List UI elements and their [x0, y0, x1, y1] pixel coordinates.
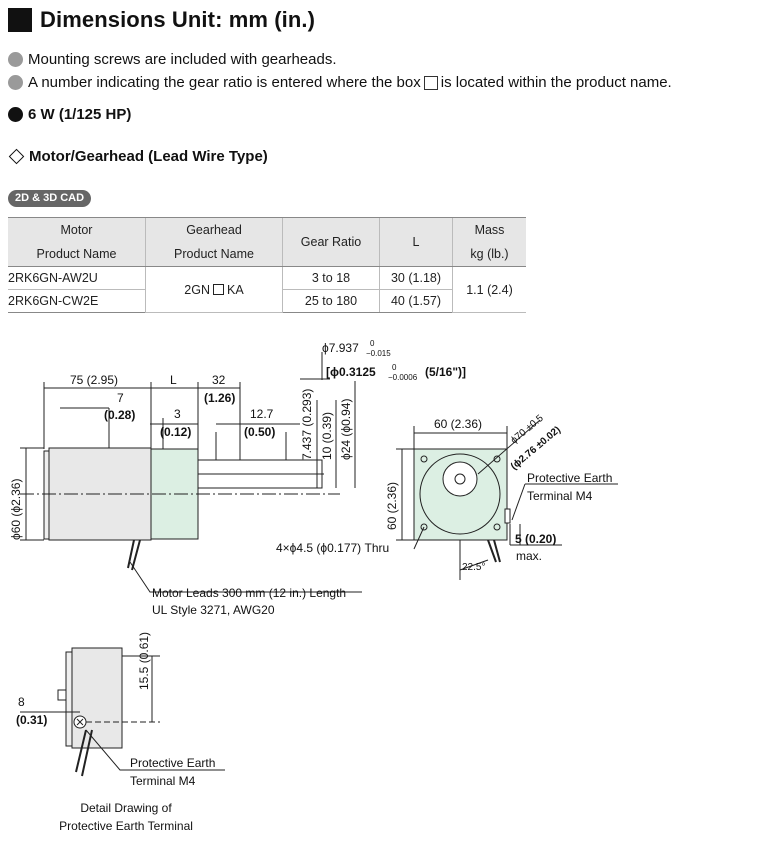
dim-15-5: 15.5 (0.61): [137, 632, 151, 690]
gray-bullet-icon: [8, 52, 23, 67]
cell-gearhead: 2GN KA: [145, 266, 283, 313]
dim-phi60: ϕ60 (ϕ2.36): [9, 479, 23, 540]
black-bullet-icon: [8, 107, 23, 122]
dim-phi-shaft: ϕ7.937: [322, 341, 359, 355]
header-text: kg (lb.): [470, 247, 509, 261]
dim-max: max.: [516, 549, 542, 563]
note-text: is located within the product name.: [440, 74, 672, 91]
page-title-text: Dimensions Unit: mm (in.): [40, 7, 316, 32]
cell-ratio: 3 to 18: [282, 266, 380, 290]
dim-3: 3: [174, 407, 181, 421]
dim-8: 8: [18, 695, 25, 709]
cell-ratio: 25 to 180: [282, 289, 380, 313]
section-heading: Motor/Gearhead (Lead Wire Type): [8, 148, 268, 165]
header-l: L: [379, 217, 453, 267]
header-text: Product Name: [174, 247, 254, 261]
cad-download-button[interactable]: 2D & 3D CAD: [8, 190, 92, 207]
note-item: A number indicating the gear ratio is en…: [8, 74, 672, 91]
page-title: Dimensions Unit: mm (in.): [8, 6, 315, 34]
gearhead-suffix: KA: [227, 282, 244, 297]
dim-12-7-in: (0.50): [244, 425, 275, 439]
cell-mass: 1.1 (2.4): [452, 266, 526, 313]
gray-bullet-icon: [8, 75, 23, 90]
table-row: 2RK6GN-CW2E 25 to 180 40 (1.57): [8, 289, 526, 313]
dim-32: 32: [212, 373, 226, 387]
header-gearhead: Gearhead Product Name: [145, 217, 283, 267]
power-heading: 6 W (1/125 HP): [8, 106, 131, 123]
title-square-icon: [8, 8, 32, 32]
cell-motor: 2RK6GN-AW2U: [8, 266, 146, 290]
leads-label: Motor Leads 300 mm (12 in.) Length: [152, 586, 346, 600]
dim-phi24: ϕ24 (ϕ0.94): [339, 399, 353, 460]
table-row: 2RK6GN-AW2U 2GN KA 3 to 18 30 (1.18) 1.1 …: [8, 266, 526, 313]
gearhead-prefix: 2GN: [184, 282, 210, 297]
dim-angle: 22.5°: [462, 562, 485, 573]
dim-tol: 0: [370, 339, 375, 348]
header-text: Product Name: [36, 247, 117, 261]
header-mass: Mass kg (lb.): [452, 217, 526, 267]
note-text: A number indicating the gear ratio is en…: [28, 74, 421, 91]
spec-table: Motor Product Name Gearhead Product Name…: [8, 217, 526, 313]
dim-60-side: 60 (2.36): [385, 482, 399, 530]
cell-motor: 2RK6GN-CW2E: [8, 289, 146, 313]
dim-10: 10 (0.39): [320, 412, 334, 460]
dim-8-in: (0.31): [16, 713, 47, 727]
dim-7-437: 7.437 (0.293): [300, 389, 314, 460]
section-heading-text: Motor/Gearhead (Lead Wire Type): [29, 148, 268, 165]
dim-tol: 0: [392, 363, 397, 372]
header-motor: Motor Product Name: [8, 217, 146, 267]
dim-60-top: 60 (2.36): [434, 417, 482, 431]
detail-caption: Detail Drawing of: [80, 801, 172, 815]
dim-phi-shaft-inch: [ϕ0.3125: [326, 365, 376, 379]
terminal-label: Terminal M4: [527, 489, 593, 503]
dim-5: 5 (0.20): [515, 532, 556, 546]
dim-3-in: (0.12): [160, 425, 191, 439]
dim-32-in: (1.26): [204, 391, 235, 405]
header-gear-ratio: Gear Ratio: [282, 217, 380, 267]
earth-label: Protective Earth: [527, 471, 612, 485]
empty-box-icon: [213, 283, 224, 295]
cell-l: 40 (1.57): [379, 289, 453, 313]
dim-tol: −0.015: [366, 349, 391, 358]
dim-7: 7: [117, 391, 124, 405]
dim-7-in: (0.28): [104, 408, 135, 422]
empty-box-icon: [423, 75, 438, 90]
dim-tol: −0.0006: [388, 373, 418, 382]
header-text: Motor: [60, 223, 93, 237]
power-heading-text: 6 W (1/125 HP): [28, 106, 132, 123]
dim-l: L: [170, 373, 177, 387]
detail-caption: Protective Earth Terminal: [59, 819, 193, 833]
dim-holes: 4×ϕ4.5 (ϕ0.177) Thru: [276, 541, 389, 555]
dim-12-7: 12.7: [250, 407, 274, 421]
note-item: Mounting screws are included with gearhe…: [8, 51, 337, 68]
leads-spec: UL Style 3271, AWG20: [152, 603, 275, 617]
dim-75: 75 (2.95): [70, 373, 118, 387]
terminal-label-detail: Terminal M4: [130, 774, 196, 788]
header-text: Mass: [474, 223, 505, 237]
cell-l: 30 (1.18): [379, 266, 453, 290]
note-text: Mounting screws are included with gearhe…: [28, 51, 337, 68]
dim-phi-shaft-frac: (5/16")]: [425, 365, 466, 379]
earth-label-detail: Protective Earth: [130, 756, 215, 770]
header-text: Gearhead: [186, 223, 242, 237]
